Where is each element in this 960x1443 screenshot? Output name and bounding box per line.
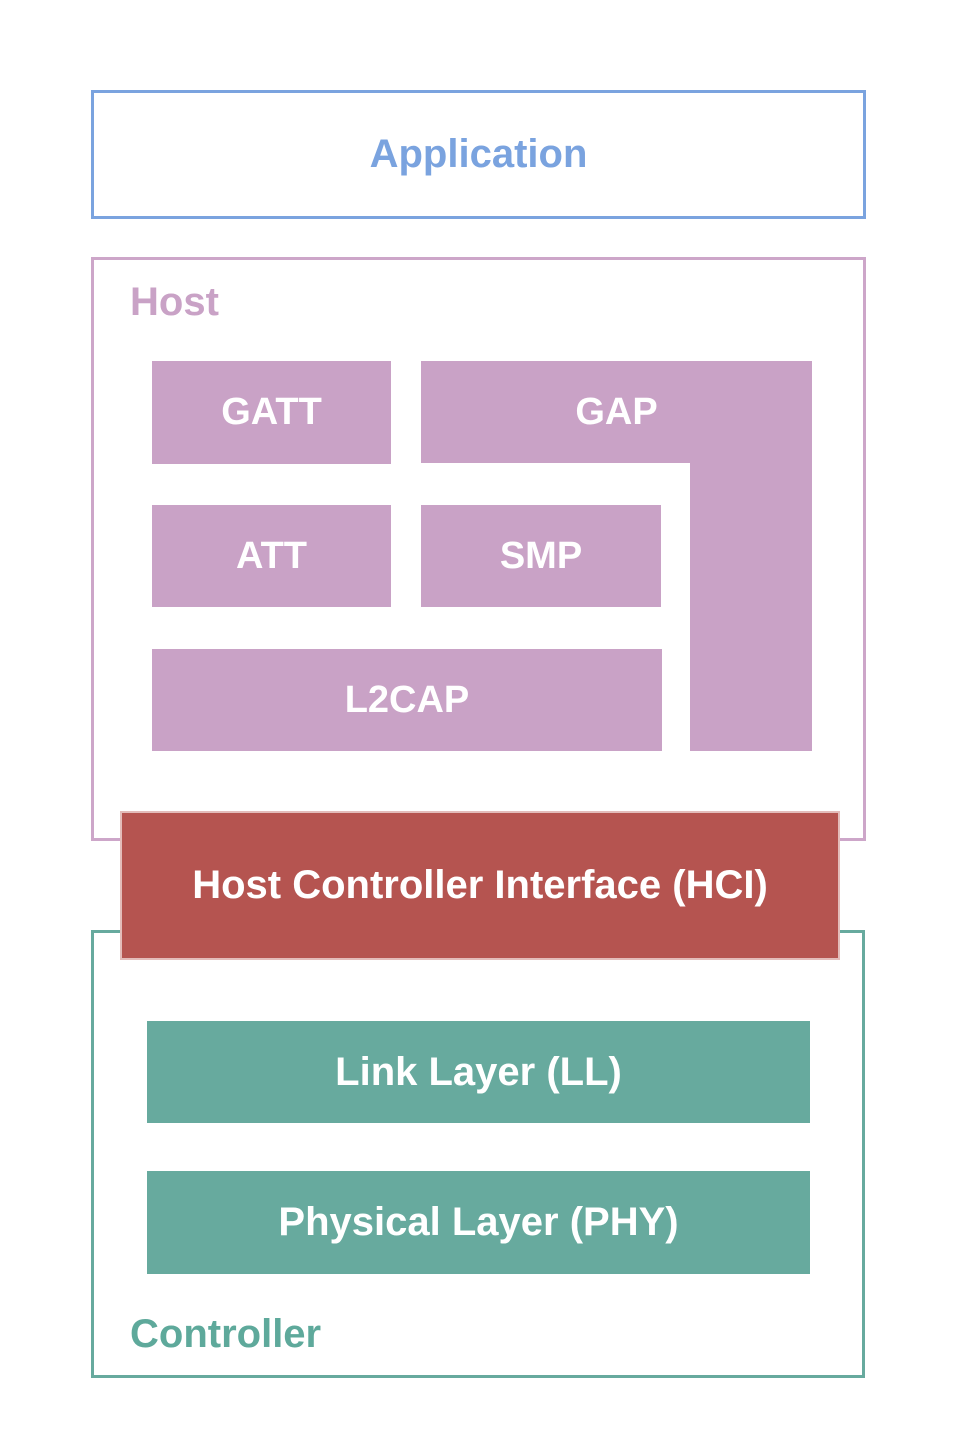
smp-label: SMP (499, 534, 583, 577)
gatt-label: GATT (221, 391, 322, 433)
block-smp: SMP (421, 505, 661, 607)
block-att: ATT (152, 505, 391, 607)
controller-label: Controller (130, 1312, 322, 1356)
att-label: ATT (235, 534, 308, 577)
application-label: Application (369, 132, 588, 176)
l2cap-label: L2CAP (344, 678, 470, 721)
host-label: Host (130, 280, 219, 324)
gap-extension-column (690, 461, 812, 751)
application-box: Application (91, 90, 866, 219)
gap-label: GAP (575, 390, 658, 433)
block-l2cap: L2CAP (152, 649, 662, 751)
hci-label: Host Controller Interface (HCI) (192, 863, 768, 907)
block-gap: GAP (421, 361, 812, 463)
link-layer-label: Link Layer (LL) (335, 1049, 622, 1094)
physical-layer-label: Physical Layer (PHY) (278, 1200, 679, 1244)
block-link-layer: Link Layer (LL) (147, 1021, 810, 1123)
controller-container (91, 930, 865, 1378)
block-physical-layer: Physical Layer (PHY) (147, 1171, 810, 1274)
block-gatt: GATT (152, 361, 391, 464)
hci-block: Host Controller Interface (HCI) (120, 811, 840, 960)
